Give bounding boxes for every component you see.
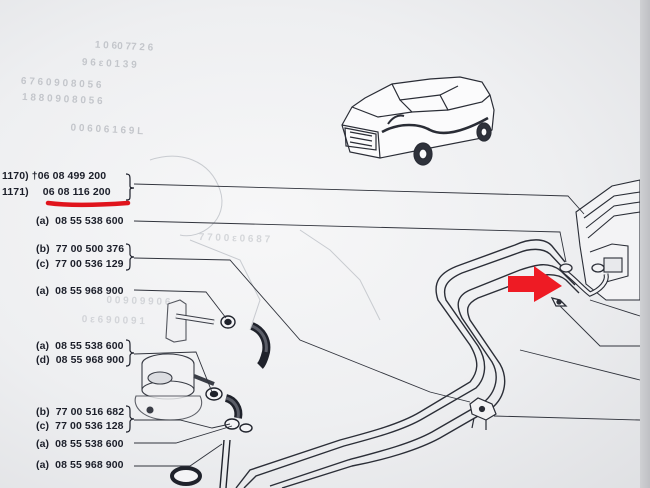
part-label-08-55-968-900-d: (d) 08 55 968 900 bbox=[36, 354, 124, 366]
part-number: 08 55 968 900 bbox=[55, 354, 125, 366]
clamps-and-hoses bbox=[170, 315, 271, 488]
part-label-77-00-500-376: (b) 77 00 500 376 bbox=[36, 243, 124, 255]
svg-text:1 8 8 0 9 0 8 0 5 6: 1 8 8 0 9 0 8 0 5 6 bbox=[22, 92, 104, 107]
page-edge bbox=[640, 0, 650, 488]
svg-text:0 0 6 0 6 1 6 9 L: 0 0 6 0 6 1 6 9 L bbox=[70, 123, 143, 138]
part-number: 06 08 499 200 bbox=[37, 170, 107, 182]
part-prefix: (b) bbox=[36, 406, 50, 418]
part-prefix: (d) bbox=[36, 354, 50, 366]
part-label-06-08-499-200: 1170) †06 08 499 200 bbox=[2, 170, 106, 182]
svg-text:7 7 0 0 ε 0 6 8 7: 7 7 0 0 ε 0 6 8 7 bbox=[198, 232, 270, 246]
part-prefix: (a) bbox=[36, 215, 50, 227]
pipe-clip-icon bbox=[469, 397, 497, 430]
part-label-06-08-116-200: 1171) 06 08 116 200 bbox=[2, 186, 111, 198]
part-number: 77 00 536 129 bbox=[55, 258, 124, 270]
fuel-tank-icon bbox=[575, 179, 641, 301]
part-label-77-00-536-129: (c) 77 00 536 129 bbox=[36, 258, 124, 270]
part-number: 77 00 516 682 bbox=[55, 406, 125, 418]
part-label-08-55-538-600-mid: (a) 08 55 538 600 bbox=[36, 340, 124, 352]
car-illustration-icon bbox=[341, 76, 495, 166]
part-label-08-55-538-600-low: (a) 08 55 538 600 bbox=[36, 438, 124, 450]
part-prefix: (a) bbox=[36, 438, 50, 450]
part-label-08-55-968-900-low: (a) 08 55 968 900 bbox=[36, 459, 124, 471]
part-prefix: (b) bbox=[36, 243, 50, 255]
leader-lines bbox=[133, 183, 641, 467]
part-prefix: (a) bbox=[36, 285, 50, 297]
label-brackets bbox=[125, 173, 135, 433]
part-prefix: (a) bbox=[36, 459, 50, 471]
svg-text:1 0 60 77 2 6: 1 0 60 77 2 6 bbox=[95, 40, 154, 54]
part-number: 08 55 968 900 bbox=[55, 459, 124, 471]
part-label-08-55-538-600-top: (a) 08 55 538 600 bbox=[36, 215, 124, 227]
fuel-pump-icon bbox=[134, 299, 215, 421]
svg-text:6 7 6 0 9 0 8 0 5 6: 6 7 6 0 9 0 8 0 5 6 bbox=[21, 76, 103, 91]
part-number: 08 55 538 600 bbox=[55, 438, 124, 450]
svg-text:0 0 9 0 9 9 0 6: 0 0 9 0 9 9 0 6 bbox=[106, 295, 171, 308]
part-prefix: (a) bbox=[36, 340, 50, 352]
red-underline bbox=[45, 200, 131, 208]
part-label-77-00-536-128: (c) 77 00 536 128 bbox=[36, 420, 124, 432]
svg-text:0 ε 6 9 0 0 9 1: 0 ε 6 9 0 0 9 1 bbox=[82, 314, 146, 327]
part-label-77-00-516-682: (b) 77 00 516 682 bbox=[36, 406, 124, 418]
part-label-08-55-968-900-mid: (a) 08 55 968 900 bbox=[36, 285, 124, 297]
part-number: 77 00 536 128 bbox=[55, 420, 124, 432]
part-number: 77 00 500 376 bbox=[55, 243, 125, 255]
red-arrow-icon bbox=[508, 266, 562, 302]
tank-hose-connectors bbox=[550, 263, 609, 307]
part-prefix: (c) bbox=[36, 420, 50, 432]
part-number: 08 55 538 600 bbox=[55, 215, 124, 227]
part-number: 08 55 968 900 bbox=[55, 285, 124, 297]
part-prefix: 1171) bbox=[2, 186, 29, 198]
part-prefix: 1170) † bbox=[2, 170, 38, 182]
part-prefix: (c) bbox=[36, 258, 50, 270]
part-number: 08 55 538 600 bbox=[55, 340, 124, 352]
svg-text:9 6 ε 0 1 3 9: 9 6 ε 0 1 3 9 bbox=[82, 57, 138, 71]
part-number: 06 08 116 200 bbox=[42, 186, 111, 198]
